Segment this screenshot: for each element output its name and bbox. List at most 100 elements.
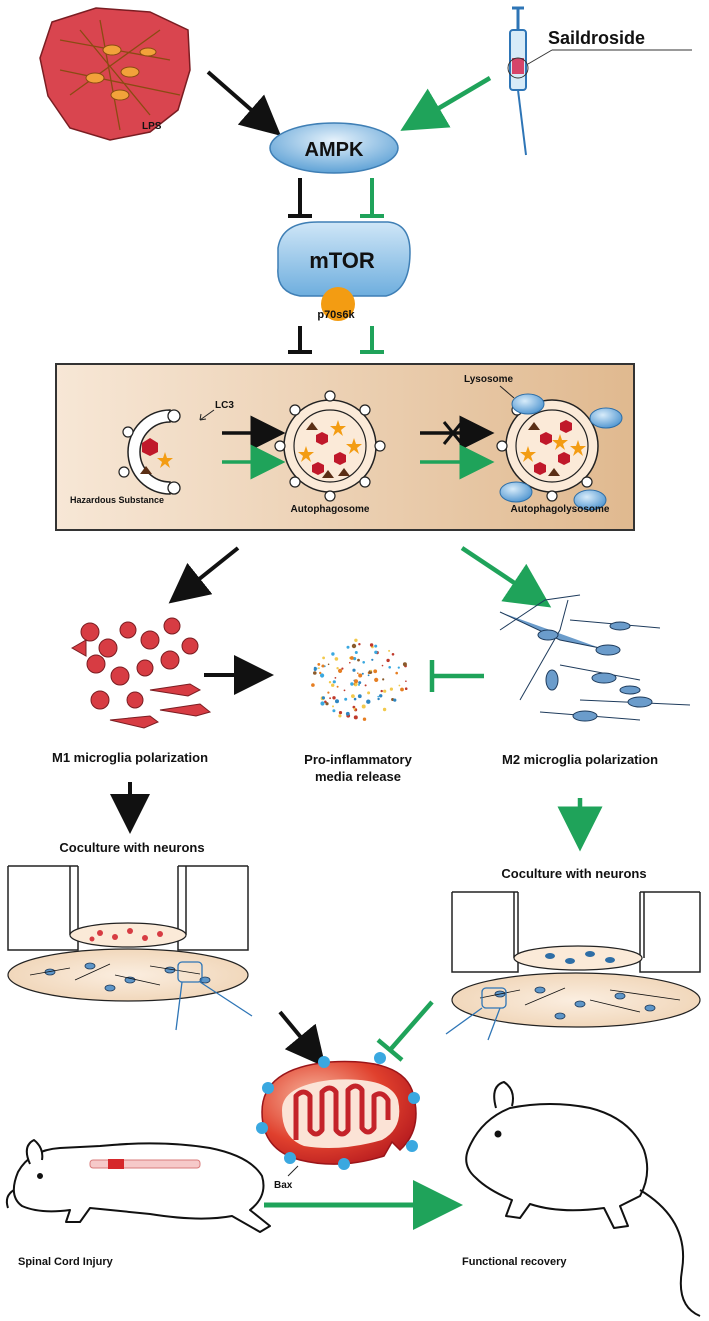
box-to-m1-arrow	[168, 546, 240, 604]
inflammatory-particle	[332, 705, 334, 708]
proinflammatory-label-line1: Pro-inflammatory	[304, 752, 412, 767]
autophagy-panel: LC3 Hazardous Substance	[55, 363, 635, 531]
inflammatory-particle	[369, 643, 374, 647]
inflammatory-particle	[374, 644, 378, 648]
inflammatory-particle	[391, 653, 395, 656]
lps-to-ampk-arrow	[206, 70, 282, 136]
inflammatory-particle	[379, 694, 383, 698]
inflammatory-particle	[364, 684, 367, 687]
box-to-m2-arrow	[460, 546, 552, 608]
inflammatory-particle	[371, 658, 374, 661]
inflammatory-particle	[341, 667, 344, 670]
inflammatory-particle	[321, 696, 325, 700]
mitochondrion	[256, 1052, 420, 1170]
inflammatory-particle	[320, 701, 325, 706]
inflammatory-particle	[388, 666, 392, 669]
inflammatory-particle	[313, 666, 317, 670]
inflammatory-particle	[353, 697, 357, 701]
inflammatory-particle	[325, 702, 329, 706]
inflammatory-particle	[338, 711, 343, 715]
block-x-icon	[442, 421, 464, 445]
saildroside-to-ampk-arrow	[400, 76, 492, 131]
m1-microglia-cells	[70, 617, 212, 729]
inflammatory-particle	[404, 687, 408, 690]
inflammatory-particle	[357, 672, 359, 674]
svg-text:p70s6k: p70s6k	[317, 309, 355, 321]
inflammatory-particle	[332, 709, 336, 713]
inflammatory-particle	[358, 643, 361, 646]
recovered-rat-illustration	[465, 1081, 701, 1317]
inflammatory-particle	[366, 699, 371, 704]
inflammatory-particle	[358, 673, 363, 678]
inflammatory-particle	[332, 696, 336, 700]
autophagolysosome-label: Autophagolysosome	[511, 504, 610, 515]
m1-label: M1 microglia polarization	[52, 750, 208, 765]
inflammatory-particle	[313, 671, 317, 675]
inflammatory-particle	[335, 699, 339, 704]
inflammatory-particle	[362, 717, 367, 721]
inflammatory-particle	[380, 689, 383, 693]
lc3-pointer	[199, 409, 215, 421]
inflammatory-particle	[382, 707, 387, 712]
inflammatory-particle	[353, 715, 358, 720]
inflammatory-particle	[331, 683, 335, 687]
inflammatory-particle	[367, 691, 371, 695]
phagophore	[118, 409, 181, 495]
syringe-icon	[507, 6, 692, 156]
inflammatory-particle	[349, 661, 351, 664]
m2-label: M2 microglia polarization	[502, 752, 658, 767]
inflammatory-particle	[334, 657, 339, 661]
inflammatory-particle	[397, 666, 400, 669]
proinflammatory-particles	[311, 638, 408, 721]
coculture-left-label: Coculture with neurons	[59, 840, 204, 855]
inflammatory-particle	[382, 678, 385, 681]
ampk-node: AMPK	[269, 122, 399, 174]
inflammatory-particle	[361, 672, 364, 675]
inflammatory-particle	[361, 704, 366, 709]
inflammatory-particle	[358, 683, 360, 686]
lps-cell-cluster: LPS	[39, 7, 191, 141]
coculture-right-label: Coculture with neurons	[501, 866, 646, 881]
inflammatory-particle	[332, 680, 336, 684]
inflammatory-particle	[321, 664, 325, 668]
inflammatory-particle	[344, 697, 348, 701]
inflammatory-particle	[327, 691, 330, 694]
inflammatory-particle	[354, 638, 358, 642]
m2-microglia-cells	[499, 594, 691, 722]
inflammatory-particle	[402, 662, 407, 667]
lc3-label: LC3	[215, 400, 234, 411]
mtor-node: mTOR p70s6k	[277, 221, 411, 321]
inflammatory-particle	[388, 649, 391, 652]
inflammatory-particle	[357, 694, 362, 699]
lps-label: LPS	[142, 121, 162, 132]
lysosome-icon	[589, 407, 623, 429]
inflammatory-particle	[381, 664, 384, 667]
inflammatory-particle	[367, 674, 370, 677]
bax-pointer	[287, 1165, 299, 1177]
inflammatory-particle	[351, 694, 355, 698]
inflammatory-particle	[338, 714, 342, 718]
inflammatory-particle	[400, 687, 404, 692]
inflammatory-particle	[336, 667, 339, 670]
inflammatory-particle	[331, 652, 335, 656]
inflammatory-particle	[338, 668, 343, 674]
lysosome-icon	[511, 393, 545, 415]
lysosome-icon	[499, 481, 533, 503]
inflammatory-particle	[311, 683, 315, 687]
inflammatory-particle	[317, 663, 321, 666]
ampk-inhibits-mtor-green	[360, 178, 384, 218]
recovery-label: Functional recovery	[462, 1256, 567, 1268]
inflammatory-particle	[357, 658, 360, 662]
inflammatory-particle	[350, 682, 354, 686]
lysosome-label: Lysosome	[464, 374, 514, 385]
inflammatory-particle	[355, 708, 357, 711]
inflammatory-particle	[329, 697, 331, 700]
inflammatory-particle	[345, 711, 350, 716]
inflammatory-particle	[373, 669, 378, 674]
right-transwell-dish	[445, 891, 701, 1041]
lysosome-icon	[573, 489, 607, 511]
autophagosome	[274, 390, 386, 502]
inflammatory-particle	[374, 650, 378, 654]
inflammatory-particle	[322, 656, 325, 660]
